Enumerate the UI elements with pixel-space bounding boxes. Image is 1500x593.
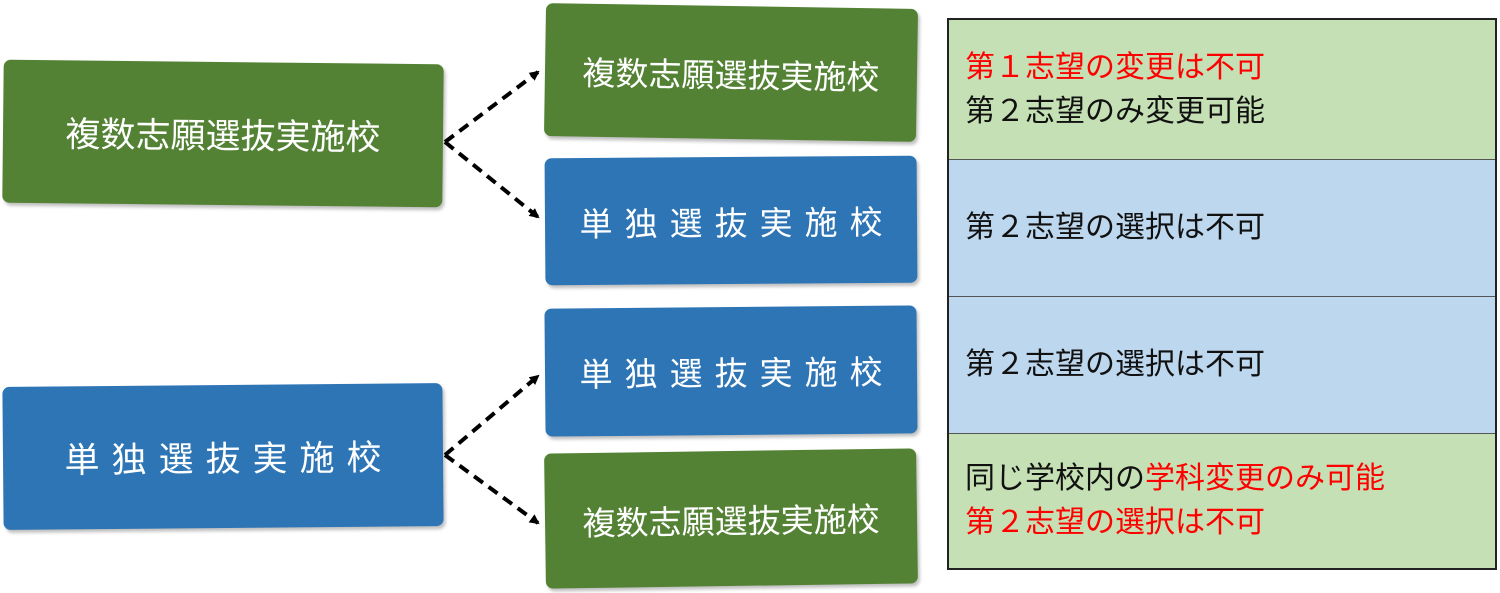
arrow-line [443,374,540,457]
destination-box-single: 単独選抜実施校 [544,305,918,437]
note-line: 第１志望の変更は不可 [965,49,1265,85]
note-text-emphasis: 学科変更のみ可能 [1145,461,1385,496]
destination-box-multiple: 複数志願選抜実施校 [544,448,918,589]
arrow-line [443,140,540,219]
note-line: 第２志望の選択は不可 [965,210,1265,245]
note-cell: 第２志望の選択は不可 [949,159,1495,296]
source-box-multiple: 複数志願選抜実施校 [2,59,444,208]
destination-box-multiple: 複数志願選抜実施校 [543,3,919,142]
destination-label: 単独選抜実施校 [579,202,895,244]
note-line: 第２志望の選択は不可 [965,347,1265,382]
note-cell: 第２志望の選択は不可 [949,296,1495,433]
arrow-line [443,453,540,525]
note-line: 第２志望のみ変更可能 [965,93,1265,129]
note-line: 第２志望の選択は不可 [965,505,1265,540]
source-label: 単独選抜実施校 [64,438,394,482]
note-text: 同じ学校内の [965,461,1145,496]
arrow-line [443,70,540,144]
destination-label: 単独選抜実施校 [579,352,895,395]
source-box-single: 単独選抜実施校 [2,383,444,530]
note-cell: 同じ学校内の学科変更のみ可能 第２志望の選択は不可 [949,433,1495,568]
notes-table: 第１志望の変更は不可 第２志望のみ変更可能 第２志望の選択は不可 第２志望の選択… [947,18,1497,570]
note-cell: 第１志望の変更は不可 第２志望のみ変更可能 [949,20,1495,159]
destination-box-single: 単独選抜実施校 [544,155,918,286]
source-label: 複数志願選抜実施校 [65,115,381,159]
destination-label: 複数志願選抜実施校 [582,499,880,543]
destination-label: 複数志願選抜実施校 [582,53,880,97]
note-line: 同じ学校内の学科変更のみ可能 [965,457,1495,501]
